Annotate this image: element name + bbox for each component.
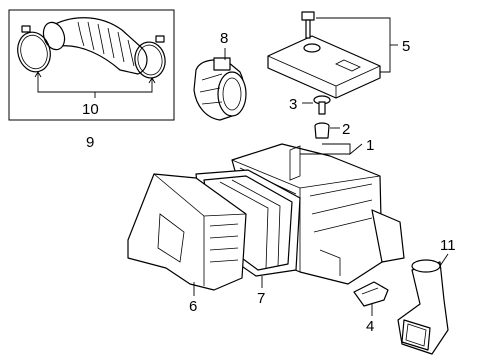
retaining-clip (353, 281, 389, 307)
callout-6: 6 (189, 298, 197, 315)
intake-duct-hose (42, 17, 148, 75)
callout-10: 10 (82, 101, 99, 118)
cover-bolt (301, 11, 315, 39)
leader-5 (316, 17, 398, 73)
callout-9: 9 (86, 134, 94, 151)
inset-frame (8, 9, 175, 121)
callout-1: 1 (366, 137, 374, 154)
callout-8: 8 (220, 30, 228, 47)
intake-duct-elbow (397, 259, 449, 355)
callout-7: 7 (257, 290, 265, 307)
air-cleaner-cover (267, 35, 381, 99)
callout-11: 11 (440, 237, 456, 254)
callout-2: 2 (342, 121, 350, 138)
lower-filter-housing (127, 173, 247, 291)
leader-1 (300, 143, 363, 155)
mass-airflow-sensor (193, 57, 247, 121)
callout-5: 5 (402, 38, 410, 55)
hose-clamp-right (134, 35, 166, 79)
leader-11 (439, 253, 449, 267)
screw (313, 95, 331, 115)
callout-3: 3 (289, 96, 297, 113)
grommet (314, 122, 330, 139)
leader-10 (34, 71, 156, 98)
callout-4: 4 (366, 318, 374, 335)
hose-clamp-left (17, 25, 51, 73)
